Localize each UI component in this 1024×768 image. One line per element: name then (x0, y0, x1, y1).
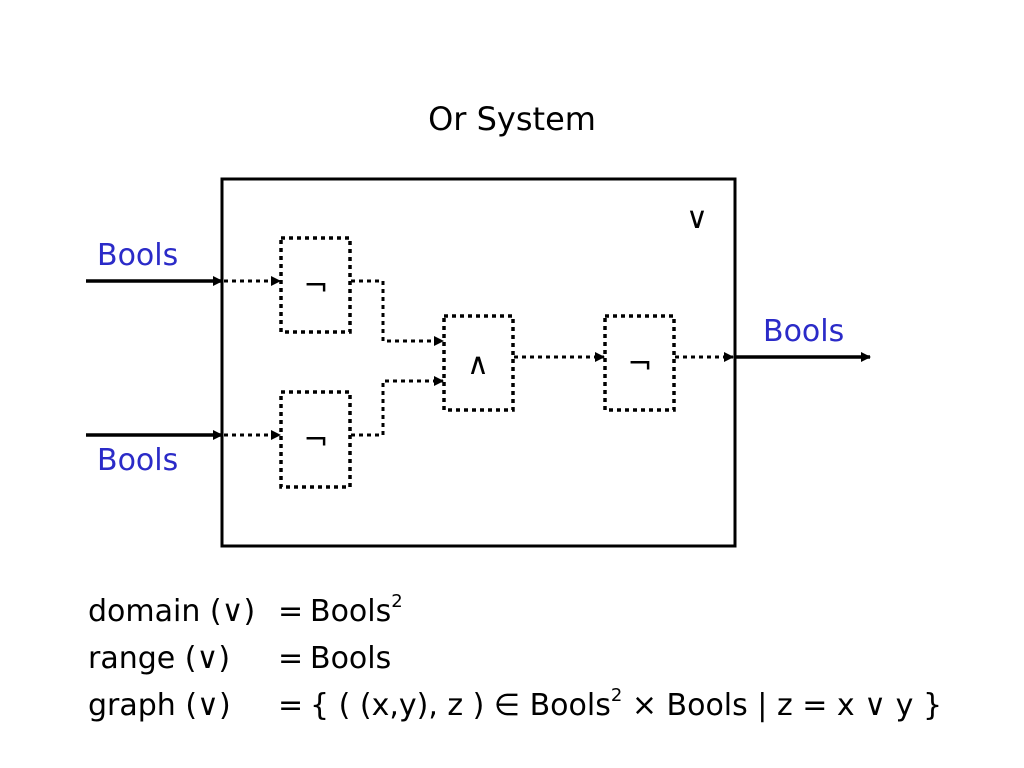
output-label: Bools (763, 314, 845, 349)
system-symbol: ∨ (686, 201, 708, 236)
domain-rhs-text: Bools (310, 594, 392, 629)
domain-eq: = (278, 594, 304, 629)
graph-superscript: 2 (610, 685, 623, 706)
range-rhs: Bools (310, 641, 392, 676)
range-eq: = (278, 641, 304, 676)
input-label-top: Bools (97, 238, 179, 273)
not-block-bottom (279, 390, 352, 489)
not-top-symbol: ¬ (303, 269, 328, 304)
graph-rhs-a: { ( (x,y), z ) ∈ Bools (310, 688, 611, 723)
input-label-bottom: Bools (97, 443, 179, 478)
and-symbol: ∧ (467, 347, 489, 382)
range-lhs: range (∨) (88, 641, 231, 676)
domain-rhs: Bools2 (310, 588, 403, 635)
not-block-out (603, 314, 676, 412)
graph-eq: = (278, 688, 304, 723)
domain-superscript: 2 (391, 591, 403, 612)
graph-rhs: { ( (x,y), z ) ∈ Bools2 × Bools | z = x … (310, 682, 942, 729)
graph-rhs-b: × Bools | z = x ∨ y } (622, 688, 943, 723)
wire-not-top-to-and (351, 279, 444, 346)
system-box (220, 177, 737, 548)
and-block (442, 314, 515, 412)
not-out-symbol: ¬ (627, 347, 652, 382)
not-bottom-symbol: ¬ (303, 423, 328, 458)
graph-lhs: graph (∨) (88, 688, 231, 723)
wire-not-bottom-to-and (351, 376, 444, 437)
not-block-top (279, 236, 352, 334)
page-title: Or System (428, 100, 596, 138)
domain-lhs: domain (∨) (88, 594, 256, 629)
